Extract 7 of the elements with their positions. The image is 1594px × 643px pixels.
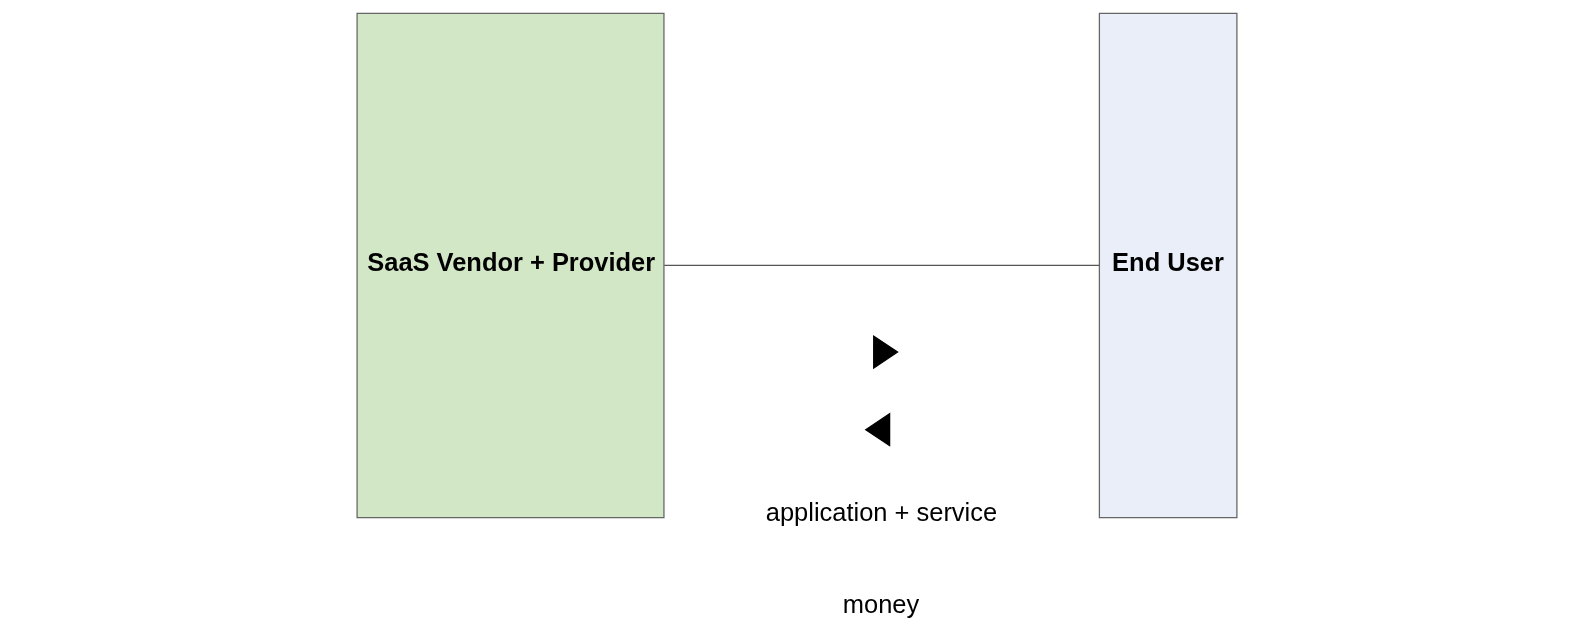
node-triangle xyxy=(873,334,899,370)
label: money xyxy=(842,590,920,619)
connector xyxy=(663,264,1100,267)
label: application + service xyxy=(765,498,998,527)
node-triangle xyxy=(864,412,891,447)
node-box: End User xyxy=(1098,12,1238,519)
node-box: SaaS Vendor + Provider xyxy=(356,12,665,519)
